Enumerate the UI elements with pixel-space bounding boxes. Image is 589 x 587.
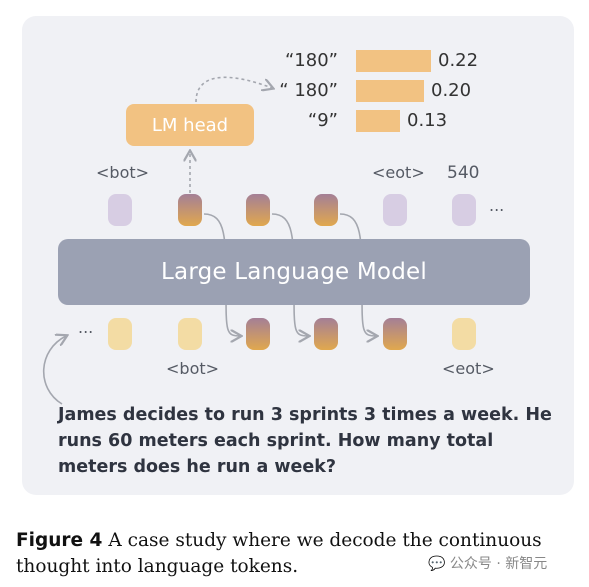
bar-label: “ 180”	[279, 80, 338, 101]
bottom-ellipsis: ...	[78, 318, 94, 337]
watermark: 💬 公众号 · 新智元	[428, 556, 548, 572]
bar-label: “9”	[307, 110, 338, 131]
dashed-arrow-to-bars	[195, 76, 272, 103]
bar-value: 0.13	[407, 110, 448, 131]
bar-label: “180”	[284, 50, 338, 71]
bar	[356, 110, 400, 132]
bar-value: 0.20	[431, 80, 472, 101]
bar	[356, 50, 431, 72]
question-arrow	[42, 336, 66, 405]
top-ellipsis: ...	[489, 196, 505, 215]
top-bot-label: <bot>	[96, 163, 150, 182]
input-token	[108, 318, 132, 350]
bottom-eot-label: <eot>	[442, 359, 495, 378]
lm-head-box: LM head	[126, 104, 254, 146]
continuous-thought-token	[178, 194, 202, 226]
input-token-eot	[452, 318, 476, 350]
continuous-thought-token	[314, 194, 338, 226]
continuous-thought-token	[246, 194, 270, 226]
bar-value: 0.22	[438, 50, 479, 71]
bottom-bot-label: <bot>	[166, 359, 220, 378]
bar	[356, 80, 424, 102]
input-thought-token	[383, 318, 407, 350]
question-text: James decides to run 3 sprints 3 times a…	[58, 405, 552, 477]
top-answer-label: 540	[447, 163, 480, 183]
input-thought-token	[314, 318, 338, 350]
output-token-eot	[383, 194, 407, 226]
input-token-bot	[178, 318, 202, 350]
large-language-model-box: Large Language Model	[58, 239, 530, 305]
top-eot-label: <eot>	[372, 163, 425, 182]
caption-text: A case study where we decode the continu…	[16, 530, 542, 577]
caption-label: Figure 4	[16, 530, 103, 551]
output-token-bot	[108, 194, 132, 226]
input-thought-token	[246, 318, 270, 350]
output-token-answer	[452, 194, 476, 226]
